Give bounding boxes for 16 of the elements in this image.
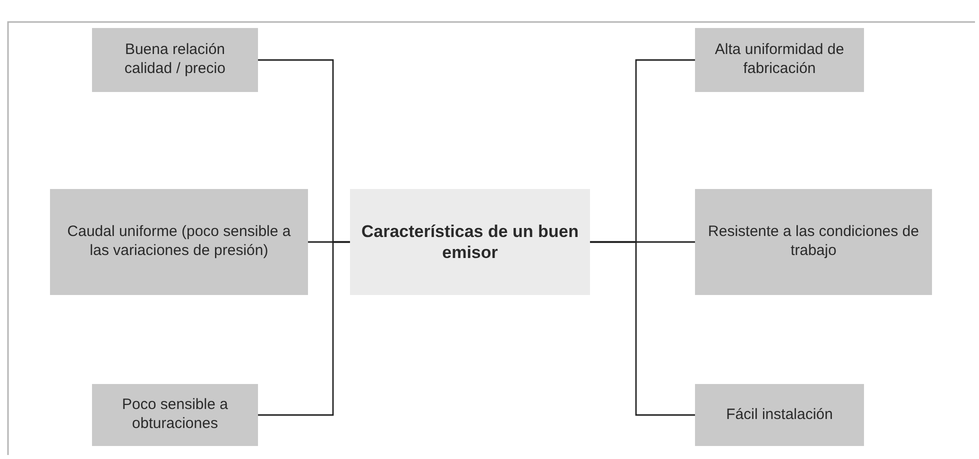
center-box bbox=[350, 189, 590, 295]
box-label: Características de un buen emisor bbox=[360, 220, 580, 264]
connector-line bbox=[590, 241, 695, 416]
feature-box bbox=[695, 384, 864, 446]
feature-box bbox=[695, 189, 932, 295]
feature-box bbox=[92, 28, 258, 92]
box-label: Caudal uniforme (poco sensible a las variaciones de presión) bbox=[66, 223, 292, 261]
connector-line bbox=[258, 241, 350, 416]
box-label: Buena relación calidad / precio bbox=[124, 41, 226, 79]
feature-box bbox=[92, 384, 258, 446]
box-label: Resistente a las condiciones de trabajo bbox=[707, 223, 920, 261]
feature-box bbox=[50, 189, 308, 295]
box-label: Fácil instalación bbox=[725, 406, 834, 424]
feature-box bbox=[695, 28, 864, 92]
box-label: Alta uniformidad de fabricación bbox=[714, 41, 846, 79]
box-label: Poco sensible a obturaciones bbox=[121, 396, 229, 434]
